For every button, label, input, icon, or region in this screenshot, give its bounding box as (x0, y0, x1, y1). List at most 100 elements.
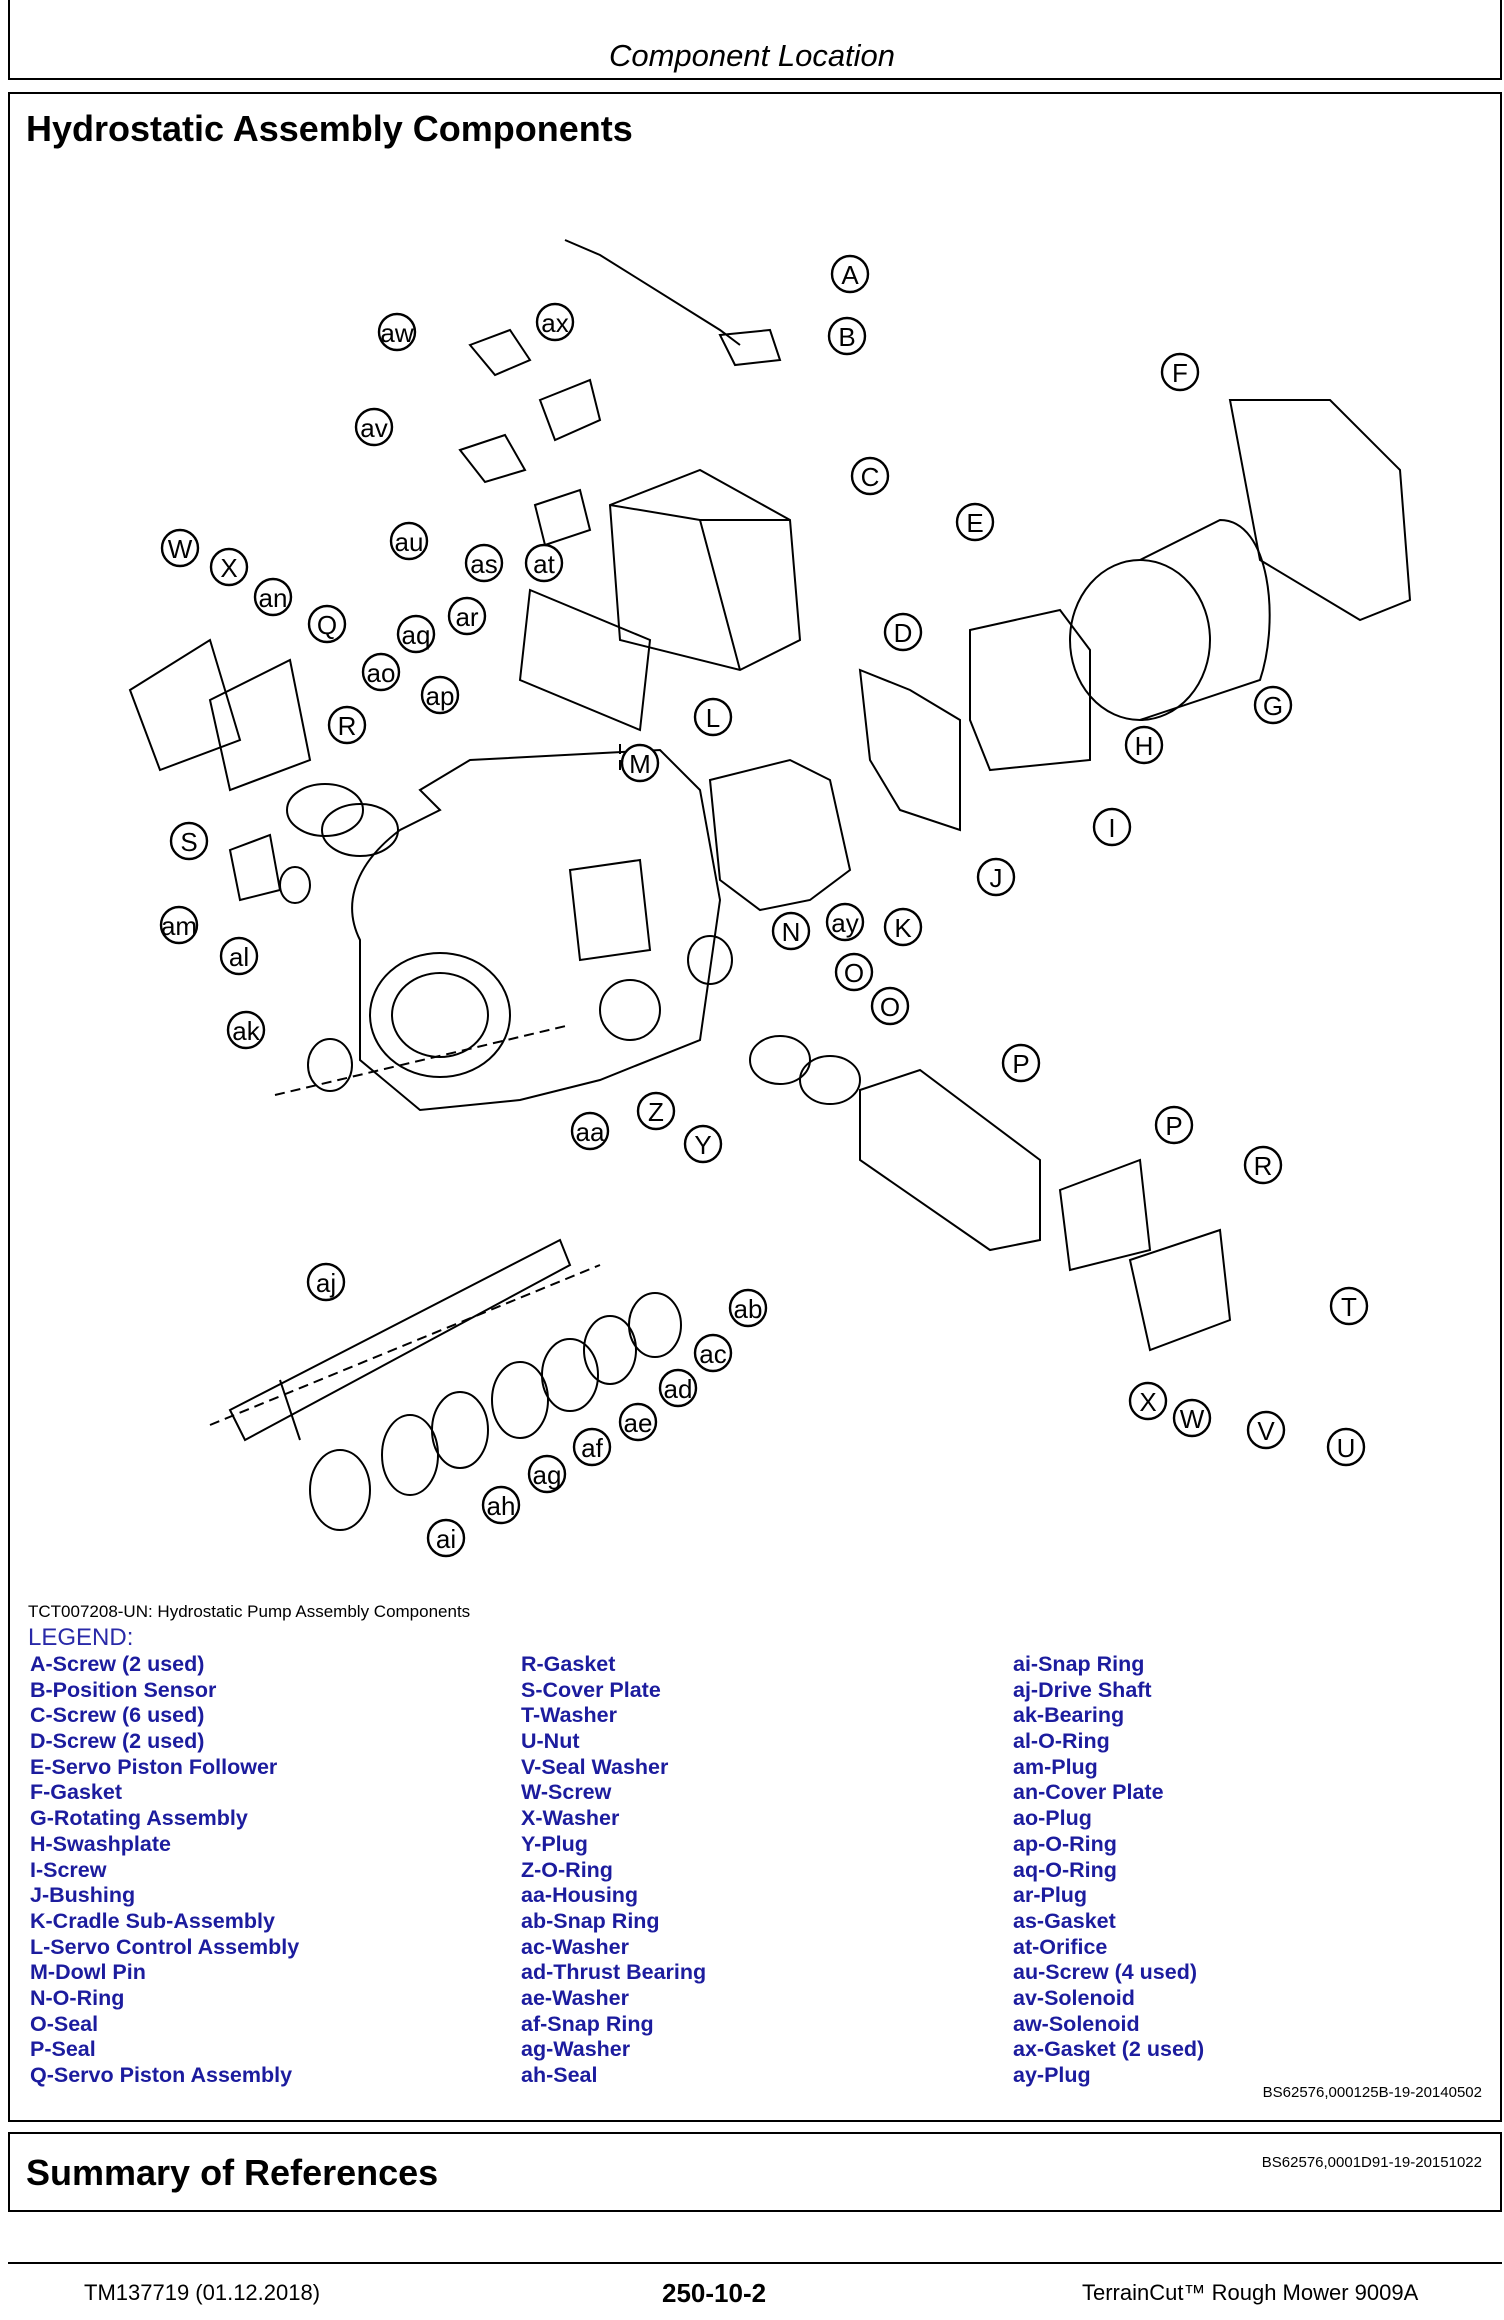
summary-box (8, 2132, 1502, 2212)
callout-text: D (894, 618, 913, 648)
callout-label: N (771, 911, 811, 951)
legend-item: Y-Plug (521, 1831, 588, 1856)
legend-item: ar-Plug (1013, 1883, 1088, 1908)
callout-text: ad (664, 1374, 693, 1404)
legend-item: I-Screw (30, 1857, 107, 1882)
callout-label: G (1253, 685, 1293, 725)
legend-item: ad-Thrust Bearing (521, 1960, 707, 1985)
footer-page-number: 250-10-2 (662, 2278, 767, 2308)
legend-item: M-Dowl Pin (30, 1960, 146, 1985)
callout-text: ao (367, 658, 396, 688)
callout-label: af (572, 1427, 612, 1467)
callout-label: at (524, 543, 564, 583)
legend-item: aw-Solenoid (1013, 2011, 1140, 2036)
legend-item: ag-Washer (521, 2037, 631, 2062)
callout-text: K (894, 913, 912, 943)
callout-text: R (338, 711, 357, 741)
callout-text: ax (541, 308, 568, 338)
callout-text: aq (402, 620, 431, 650)
legend-item: N-O-Ring (30, 1985, 125, 2010)
legend-item: H-Swashplate (30, 1831, 171, 1856)
callout-label: X (209, 547, 249, 587)
callout-text: M (629, 749, 651, 779)
callout-label: ah (481, 1485, 521, 1525)
footer-rule (8, 2262, 1502, 2264)
legend-item: aa-Housing (521, 1883, 639, 1908)
callout-text: W (1180, 1404, 1205, 1434)
callout-label: R (327, 705, 367, 745)
callout-text: as (470, 549, 497, 579)
callout-label: L (693, 697, 733, 737)
callout-text: at (533, 549, 555, 579)
legend-item: al-O-Ring (1013, 1729, 1110, 1754)
legend-item: S-Cover Plate (521, 1677, 661, 1702)
legend-item: ao-Plug (1013, 1806, 1092, 1831)
section-reference: BS62576,000125B-19-20140502 (1262, 2084, 1482, 2101)
section-box (8, 92, 1502, 2122)
callout-label: V (1246, 1410, 1286, 1450)
legend-item: am-Plug (1013, 1754, 1098, 1779)
legend-item: F-Gasket (30, 1780, 123, 1805)
legend-title: LEGEND: (28, 1624, 134, 1651)
callout-label: ag (527, 1454, 567, 1494)
callout-label: ai (426, 1518, 466, 1558)
section-title: Hydrostatic Assembly Components (26, 108, 633, 149)
legend-item: aq-O-Ring (1013, 1857, 1117, 1882)
callout-text: ah (487, 1491, 516, 1521)
callout-label: W (1172, 1398, 1212, 1438)
callout-label: D (883, 612, 923, 652)
legend-item: B-Position Sensor (30, 1677, 217, 1702)
callout-label: al (219, 936, 259, 976)
footer-product: TerrainCut™ Rough Mower 9009A (1082, 2280, 1419, 2305)
callout-text: ai (436, 1524, 456, 1554)
legend-item: av-Solenoid (1013, 1985, 1135, 2010)
callout-text: ae (624, 1408, 653, 1438)
callout-label: E (955, 502, 995, 542)
callout-label: A (830, 254, 870, 294)
legend-item: P-Seal (30, 2037, 96, 2062)
callout-text: I (1108, 813, 1115, 843)
header-title: Component Location (608, 38, 896, 73)
pump-line-drawing (128, 239, 1412, 1531)
callout-label: ay (825, 902, 865, 942)
legend-item: ak-Bearing (1013, 1703, 1125, 1728)
callout-label: aw (377, 312, 417, 352)
callout-text: G (1263, 691, 1283, 721)
callout-label: O (834, 952, 874, 992)
callout-text: aj (316, 1268, 336, 1298)
legend-item: T-Washer (521, 1703, 617, 1728)
callout-text: S (180, 827, 197, 857)
callout-label: X (1128, 1381, 1168, 1421)
legend-item: ai-Snap Ring (1013, 1652, 1145, 1676)
callout-text: Y (694, 1130, 711, 1160)
callout-text: C (861, 462, 880, 492)
callout-label: aa (570, 1111, 610, 1151)
legend-item: R-Gasket (521, 1652, 616, 1676)
callout-text: H (1135, 731, 1154, 761)
legend-item: ay-Plug (1013, 2063, 1091, 2087)
callout-label: Q (307, 604, 347, 644)
legend-item: L-Servo Control Assembly (30, 1934, 300, 1959)
callout-text: X (220, 553, 237, 583)
exploded-view-illustration: ABCDEFGHIJKLMNOOPPQRRSTUVWWXXYZaaabacada… (128, 239, 1412, 1558)
callout-label: J (976, 857, 1016, 897)
figure-caption: TCT007208-UN: Hydrostatic Pump Assembly … (28, 1602, 471, 1621)
callout-text: B (838, 322, 855, 352)
callout-label: an (253, 577, 293, 617)
legend-item: as-Gasket (1013, 1908, 1116, 1933)
callout-group: ABCDEFGHIJKLMNOOPPQRRSTUVWWXXYZaaabacada… (159, 254, 1369, 1558)
callout-label: T (1329, 1286, 1369, 1326)
header-box (8, 0, 1502, 80)
callout-text: am (161, 911, 197, 941)
callout-label: au (389, 521, 429, 561)
callout-text: R (1254, 1151, 1273, 1181)
callout-label: R (1243, 1145, 1283, 1185)
callout-text: P (1165, 1111, 1182, 1141)
callout-text: an (259, 583, 288, 613)
callout-label: ak (226, 1010, 266, 1050)
callout-text: A (841, 260, 859, 290)
legend-item: af-Snap Ring (521, 2011, 654, 2036)
